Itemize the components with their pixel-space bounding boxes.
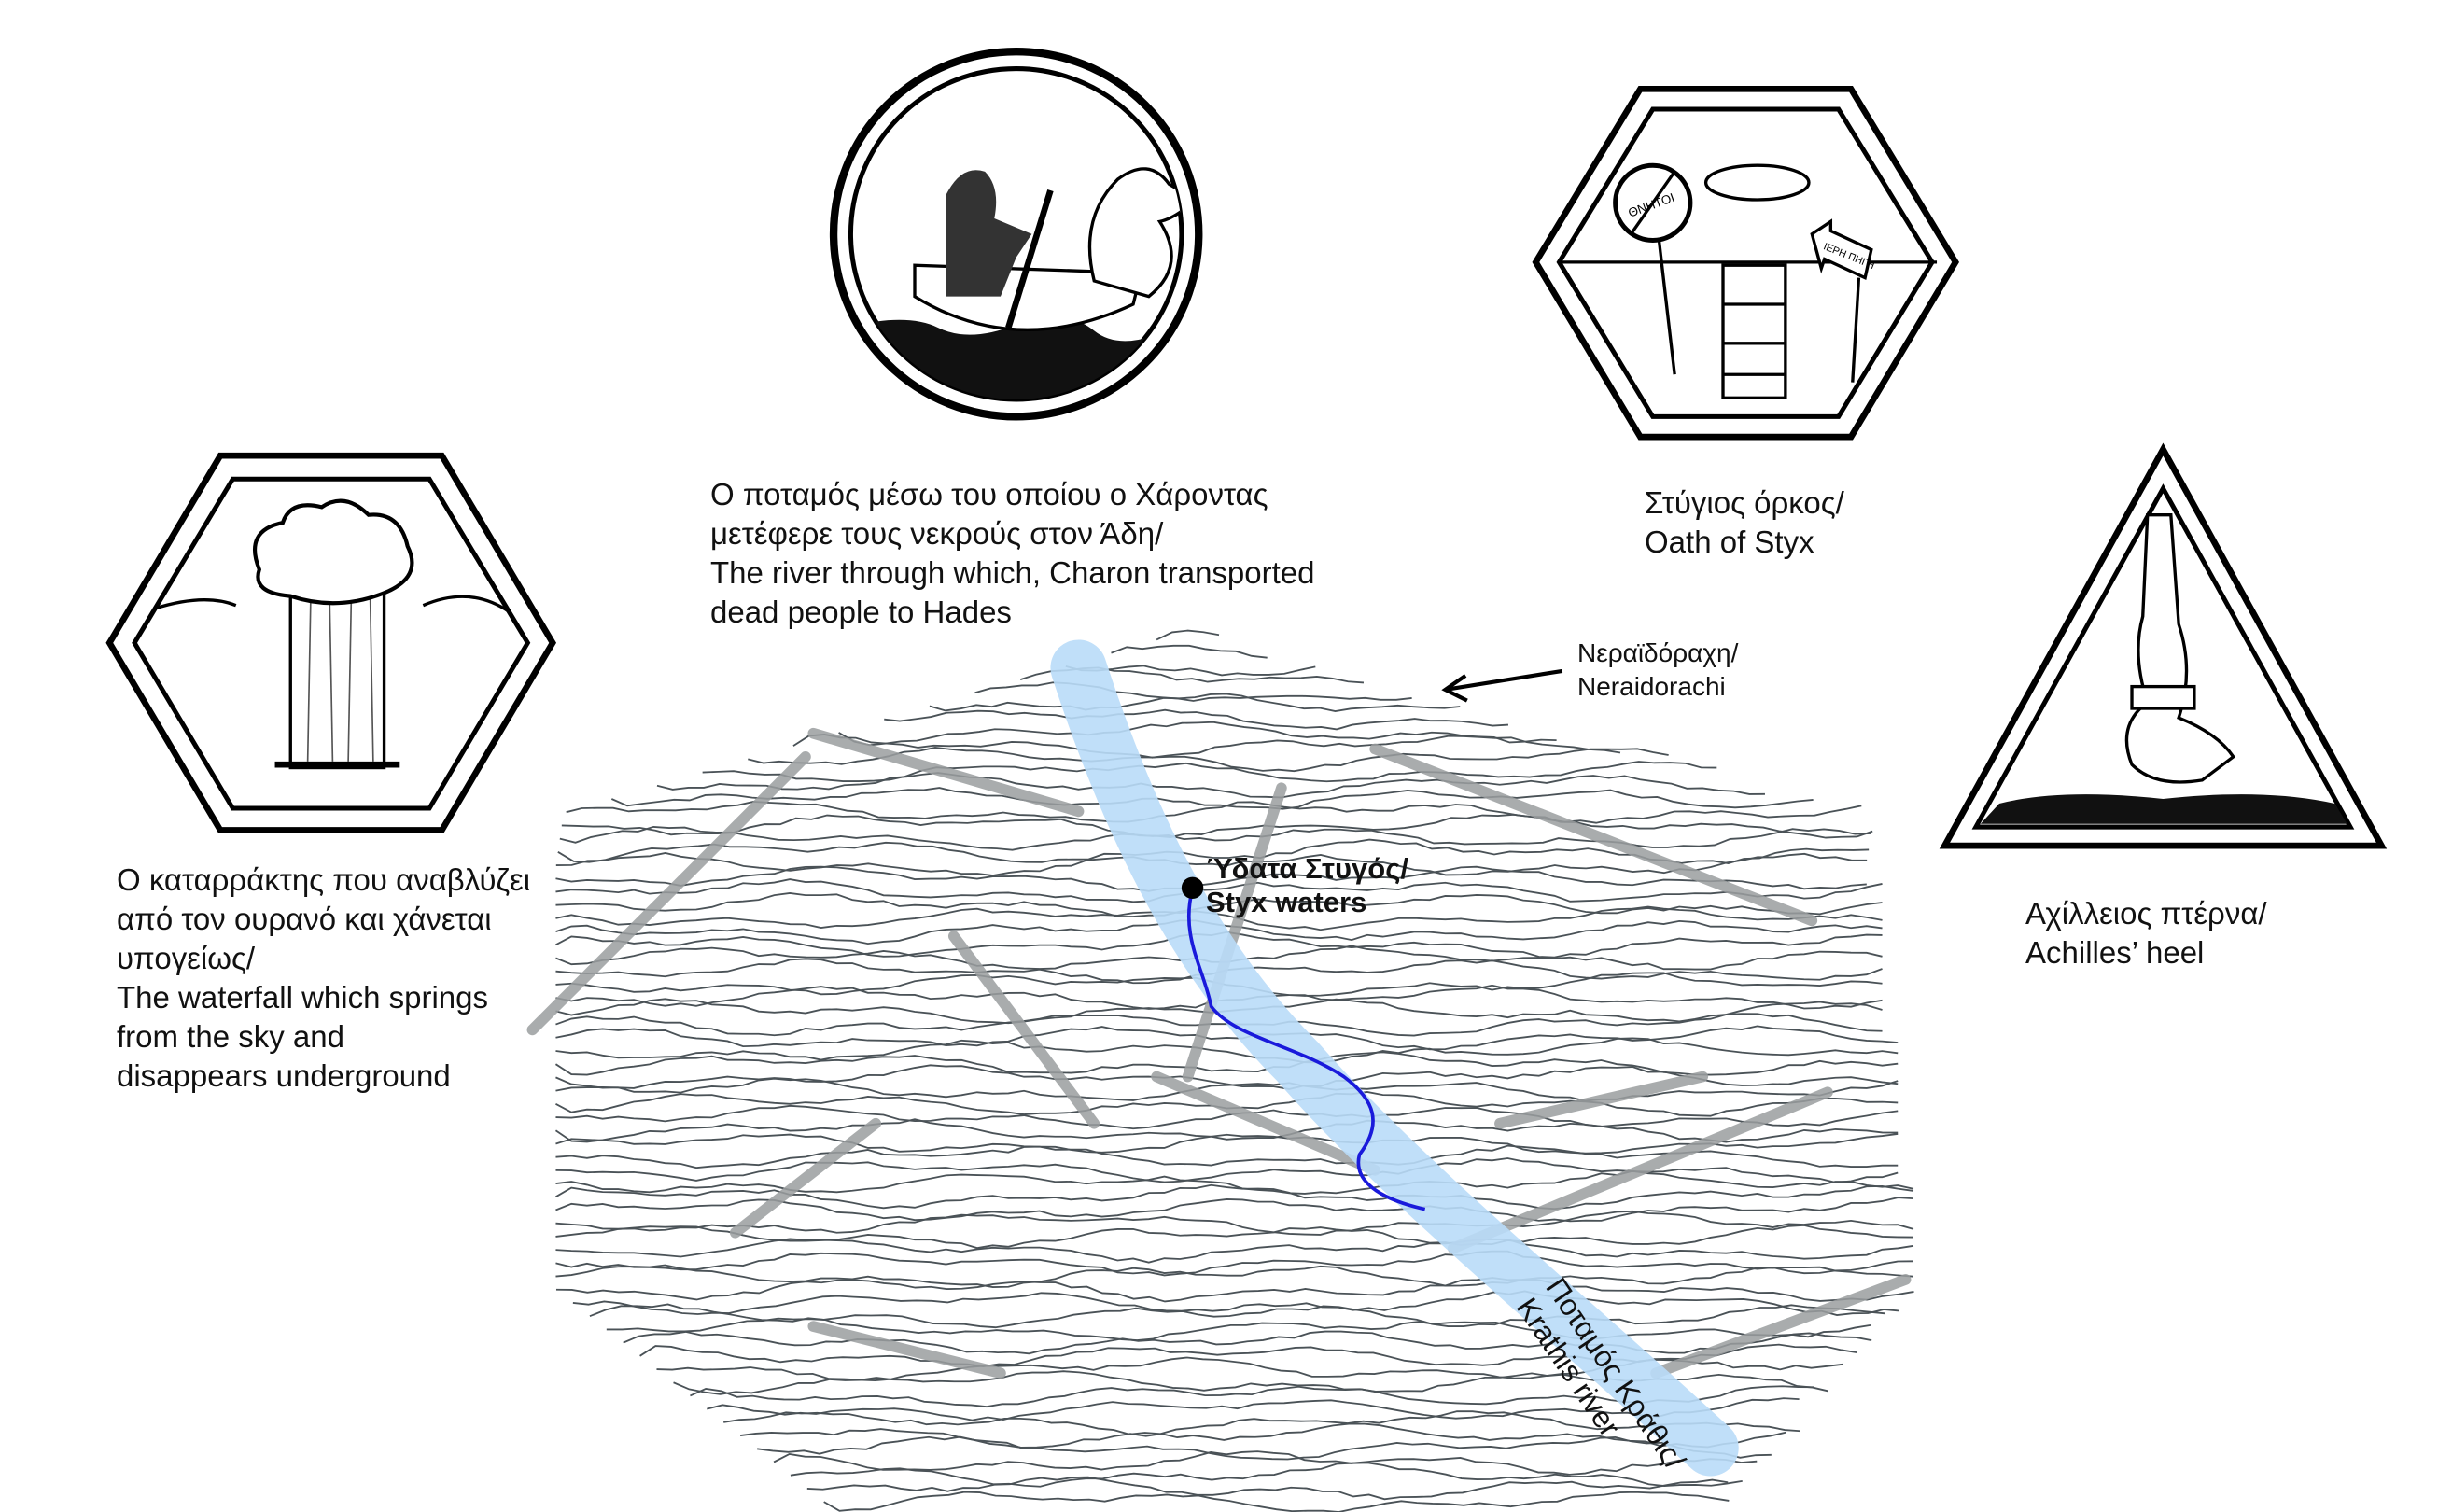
contour-line — [1156, 629, 1220, 641]
charon-boat-icon — [829, 47, 1203, 421]
caption-line: από τον ουρανό και χάνεται — [117, 902, 492, 936]
contour-line — [929, 693, 1461, 712]
contour-line — [555, 1037, 1899, 1064]
label-line: Νεραϊδόραχη/ — [1577, 638, 1739, 667]
contour-line — [554, 1051, 1899, 1076]
contour-line — [555, 905, 1883, 931]
contour-line — [723, 1410, 1800, 1435]
terrain-contours — [554, 629, 1914, 1512]
ridge-line — [1151, 1071, 1381, 1176]
caption-line: Oath of Styx — [1645, 525, 1814, 559]
contour-line — [739, 1422, 1786, 1449]
ridge-line — [1182, 782, 1287, 1083]
contour-line — [790, 1462, 1743, 1488]
label-line: Styx waters — [1206, 886, 1367, 918]
contour-line — [748, 747, 1669, 773]
neraidorachi-arrow — [1441, 668, 1563, 703]
caption-line: Ο ποταμός μέσω του οποίου ο Χάροντας — [710, 477, 1268, 511]
styx-stream — [1187, 889, 1426, 1211]
caption-line: Achilles’ heel — [2025, 935, 2205, 970]
caption-line: Στύγιος όρκος/ — [1645, 485, 1844, 520]
achilles-caption: Αχίλλειος πτέρνα/ Achilles’ heel — [2025, 894, 2267, 973]
contour-line — [555, 1157, 1899, 1183]
contour-line — [555, 1238, 1914, 1264]
contour-line — [555, 1077, 1899, 1102]
ridge-line — [1369, 743, 1818, 927]
caption-line: Αχίλλειος πτέρνα/ — [2025, 896, 2267, 931]
caption-line: The waterfall which springs — [117, 980, 488, 1015]
styx-waters-marker — [1181, 876, 1204, 899]
label-line: Neraidorachi — [1577, 672, 1726, 701]
contour-line — [757, 1435, 1772, 1461]
contour-line — [555, 1013, 1883, 1037]
contour-line — [559, 825, 1871, 851]
contour-line — [555, 1169, 1914, 1195]
caption-line: υπογείως/ — [117, 941, 256, 975]
ridge-line — [807, 727, 1085, 818]
contour-line — [555, 1183, 1914, 1211]
oath-of-styx-icon: ΘΝΗΤΟΙ ΙΕΡΗ ΠΗΓΗ — [1532, 85, 1960, 441]
contour-line — [806, 1476, 1729, 1501]
contour-line — [974, 681, 1412, 702]
waterfall-icon — [105, 452, 557, 833]
waterfall-caption: Ο καταρράκτης που αναβλύζει από τον ουρα… — [117, 861, 530, 1096]
contour-line — [773, 1450, 1758, 1476]
ridge-line — [1447, 1086, 1833, 1254]
contour-line — [792, 734, 1621, 759]
ridge-line — [1650, 1274, 1912, 1379]
contour-line — [702, 761, 1717, 783]
charon-caption: Ο ποταμός μέσω του οποίου ο Χάροντας μετ… — [710, 475, 1315, 632]
contour-line — [838, 721, 1557, 747]
contour-line — [555, 1104, 1899, 1130]
contour-line — [656, 772, 1765, 799]
neraidorachi-label: Νεραϊδόραχη/ Neraidorachi — [1577, 637, 1738, 704]
caption-line: Ο καταρράκτης που αναβλύζει — [117, 862, 531, 897]
contour-line — [555, 865, 1867, 892]
ridges — [526, 727, 1912, 1379]
contour-line — [555, 1133, 1899, 1155]
ridge-line — [729, 1117, 882, 1239]
contour-line — [555, 1210, 1914, 1236]
contour-line — [555, 892, 1883, 917]
caption-line: from the sky and — [117, 1019, 344, 1054]
styx-waters-label: Ύδατα Στυγός/ Styx waters — [1206, 852, 1408, 919]
contour-line — [823, 1491, 1730, 1512]
caption-line: disappears underground — [117, 1058, 451, 1093]
ridge-line — [807, 1321, 1006, 1379]
contour-line — [555, 1224, 1913, 1250]
contour-line — [555, 1250, 1913, 1277]
label-line: Ύδατα Στυγός/ — [1206, 852, 1408, 885]
achilles-heel-icon — [1939, 442, 2388, 849]
ridge-line — [947, 931, 1100, 1129]
contour-line — [554, 1118, 1899, 1143]
caption-line: The river through which, Charon transpor… — [710, 555, 1315, 590]
contour-line — [566, 801, 1862, 824]
contour-line — [610, 787, 1814, 810]
ridge-line — [1494, 1071, 1709, 1129]
contour-line — [555, 878, 1883, 903]
contour-line — [555, 1025, 1899, 1051]
contour-line — [707, 1397, 1800, 1421]
contour-line — [555, 1264, 1914, 1289]
contour-line — [606, 1317, 1871, 1342]
contour-line — [555, 1277, 1914, 1303]
contour-line — [623, 1330, 1872, 1355]
contour-line — [1111, 644, 1268, 659]
contour-line — [555, 852, 1868, 876]
ridge-line — [526, 750, 811, 1036]
krathis-river-band — [1050, 639, 1739, 1477]
caption-line: dead people to Hades — [710, 595, 1012, 629]
caption-line: μετέφερε τους νεκρούς στον Άδη/ — [710, 516, 1164, 551]
contour-line — [572, 1290, 1899, 1316]
oath-caption: Στύγιος όρκος/ Oath of Styx — [1645, 483, 1844, 562]
contour-line — [561, 813, 1873, 839]
contour-line — [884, 708, 1509, 731]
